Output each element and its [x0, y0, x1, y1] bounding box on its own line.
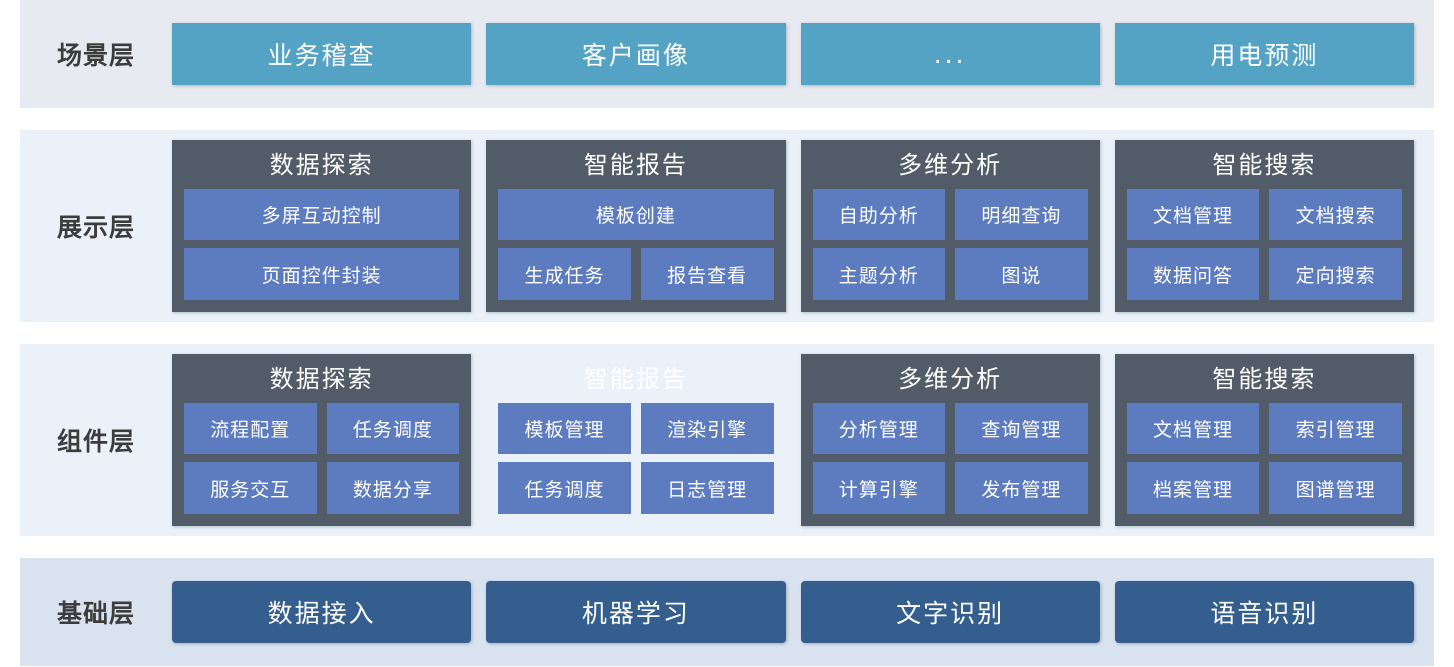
- card-chip-rows: 多屏互动控制页面控件封装: [184, 188, 460, 301]
- scenario-box-label: 用电预测: [1210, 41, 1319, 70]
- card-chip-rows: 模板创建生成任务报告查看: [498, 188, 774, 301]
- chip-1[interactable]: 发布管理: [955, 462, 1088, 515]
- chip-0[interactable]: 文档管理: [1126, 188, 1260, 241]
- chip-row-0: 分析管理查询管理: [812, 402, 1088, 455]
- foundation-box-label: 文字识别: [896, 599, 1005, 628]
- chip-1[interactable]: 图说: [955, 248, 1088, 301]
- chip-row-0: 流程配置任务调度: [184, 402, 460, 455]
- chip-row-1: 主题分析图说: [812, 248, 1088, 301]
- presentation-card-list: 数据探索多屏互动控制页面控件封装智能报告模板创建生成任务报告查看多维分析自助分析…: [172, 140, 1434, 312]
- card-chip-rows: 分析管理查询管理计算引擎发布管理: [812, 402, 1088, 515]
- chip-row-1: 计算引擎发布管理: [812, 462, 1088, 515]
- chip-1[interactable]: 定向搜索: [1269, 248, 1402, 301]
- scenario-box-0[interactable]: 业务稽查: [172, 23, 472, 85]
- foundation-box-2[interactable]: 文字识别: [800, 581, 1100, 643]
- chip-0[interactable]: 页面控件封装: [184, 248, 460, 301]
- layer-label-presentation: 展示层: [56, 213, 135, 242]
- foundation-box-label: 机器学习: [581, 599, 690, 628]
- card-title: 数据探索: [269, 365, 374, 393]
- chip-0[interactable]: 自助分析: [812, 188, 946, 241]
- chip-row-1: 档案管理图谱管理: [1126, 462, 1402, 515]
- chip-0[interactable]: 模板管理: [498, 402, 631, 455]
- scenario-box-2[interactable]: ...: [800, 23, 1100, 85]
- card-1[interactable]: 智能报告模板管理渲染引擎任务调度日志管理: [486, 354, 785, 526]
- chip-0[interactable]: 计算引擎: [812, 462, 946, 515]
- foundation-box-1[interactable]: 机器学习: [486, 581, 786, 643]
- chip-row-1: 服务交互数据分享: [184, 462, 460, 515]
- scenario-box-1[interactable]: 客户画像: [486, 23, 786, 85]
- chip-1[interactable]: 渲染引擎: [640, 402, 774, 455]
- chip-row-0: 模板创建: [498, 188, 774, 241]
- chip-1[interactable]: 文档搜索: [1269, 188, 1402, 241]
- card-2[interactable]: 多维分析自助分析明细查询主题分析图说: [800, 140, 1100, 312]
- chip-row-1: 页面控件封装: [184, 248, 460, 301]
- card-chip-rows: 文档管理文档搜索数据问答定向搜索: [1126, 188, 1402, 301]
- chip-0[interactable]: 主题分析: [812, 248, 946, 301]
- card-title: 智能报告: [583, 151, 688, 179]
- foundation-box-label: 数据接入: [267, 599, 376, 628]
- chip-row-0: 文档管理文档搜索: [1126, 188, 1402, 241]
- chip-0[interactable]: 任务调度: [498, 462, 631, 515]
- component-card-list: 数据探索流程配置任务调度服务交互数据分享智能报告模板管理渲染引擎任务调度日志管理…: [172, 354, 1434, 526]
- chip-0[interactable]: 多屏互动控制: [184, 188, 460, 241]
- chip-1[interactable]: 查询管理: [955, 402, 1088, 455]
- layer-label-scenario: 场景层: [56, 41, 135, 70]
- card-1[interactable]: 智能报告模板创建生成任务报告查看: [486, 140, 786, 312]
- chip-0[interactable]: 文档管理: [1126, 402, 1260, 455]
- layer-scenario: 场景层 业务稽查 客户画像... 用电预测: [20, 0, 1434, 108]
- card-title: 智能报告: [583, 365, 688, 393]
- layer-label-foundation: 基础层: [56, 599, 135, 628]
- chip-row-0: 多屏互动控制: [184, 188, 460, 241]
- chip-row-1: 数据问答定向搜索: [1126, 248, 1402, 301]
- chip-1[interactable]: 报告查看: [640, 248, 774, 301]
- layer-label-component: 组件层: [56, 427, 135, 456]
- chip-row-0: 模板管理渲染引擎: [498, 402, 774, 455]
- chip-1[interactable]: 索引管理: [1269, 402, 1402, 455]
- card-0[interactable]: 数据探索多屏互动控制页面控件封装: [172, 140, 472, 312]
- card-title: 智能搜索: [1212, 365, 1317, 393]
- card-2[interactable]: 多维分析分析管理查询管理计算引擎发布管理: [800, 354, 1100, 526]
- scenario-box-list: 业务稽查 客户画像... 用电预测: [172, 23, 1434, 85]
- chip-0[interactable]: 档案管理: [1126, 462, 1260, 515]
- chip-0[interactable]: 服务交互: [184, 462, 317, 515]
- chip-0[interactable]: 模板创建: [498, 188, 774, 241]
- chip-row-1: 任务调度日志管理: [498, 462, 774, 515]
- chip-0[interactable]: 数据问答: [1126, 248, 1260, 301]
- card-title: 多维分析: [898, 365, 1003, 393]
- foundation-box-label: 语音识别: [1210, 599, 1319, 628]
- chip-1[interactable]: 明细查询: [955, 188, 1088, 241]
- card-chip-rows: 文档管理索引管理档案管理图谱管理: [1126, 402, 1402, 515]
- card-chip-rows: 流程配置任务调度服务交互数据分享: [184, 402, 460, 515]
- chip-0[interactable]: 流程配置: [184, 402, 317, 455]
- chip-1[interactable]: 日志管理: [640, 462, 774, 515]
- scenario-box-label: 客户画像: [581, 41, 690, 70]
- chip-row-0: 自助分析明细查询: [812, 188, 1088, 241]
- chip-1[interactable]: 任务调度: [326, 402, 460, 455]
- chip-1[interactable]: 图谱管理: [1269, 462, 1402, 515]
- card-title: 数据探索: [269, 151, 374, 179]
- layer-foundation: 基础层 数据接入 机器学习 文字识别 语音识别: [20, 558, 1434, 666]
- scenario-box-3[interactable]: 用电预测: [1114, 23, 1414, 85]
- chip-0[interactable]: 分析管理: [812, 402, 946, 455]
- card-chip-rows: 模板管理渲染引擎任务调度日志管理: [498, 402, 774, 515]
- scenario-box-label: ...: [933, 39, 967, 69]
- card-3[interactable]: 智能搜索文档管理文档搜索数据问答定向搜索: [1114, 140, 1414, 312]
- foundation-box-list: 数据接入 机器学习 文字识别 语音识别: [172, 581, 1434, 643]
- layer-component: 组件层 数据探索流程配置任务调度服务交互数据分享智能报告模板管理渲染引擎任务调度…: [20, 344, 1434, 536]
- scenario-box-label: 业务稽查: [267, 41, 376, 70]
- chip-row-1: 生成任务报告查看: [498, 248, 774, 301]
- card-0[interactable]: 数据探索流程配置任务调度服务交互数据分享: [172, 354, 472, 526]
- chip-1[interactable]: 数据分享: [326, 462, 460, 515]
- chip-row-0: 文档管理索引管理: [1126, 402, 1402, 455]
- layer-presentation: 展示层 数据探索多屏互动控制页面控件封装智能报告模板创建生成任务报告查看多维分析…: [20, 130, 1434, 322]
- card-title: 多维分析: [898, 151, 1003, 179]
- chip-0[interactable]: 生成任务: [498, 248, 631, 301]
- card-chip-rows: 自助分析明细查询主题分析图说: [812, 188, 1088, 301]
- foundation-box-3[interactable]: 语音识别: [1114, 581, 1414, 643]
- foundation-box-0[interactable]: 数据接入: [172, 581, 472, 643]
- card-title: 智能搜索: [1212, 151, 1317, 179]
- card-3[interactable]: 智能搜索文档管理索引管理档案管理图谱管理: [1114, 354, 1414, 526]
